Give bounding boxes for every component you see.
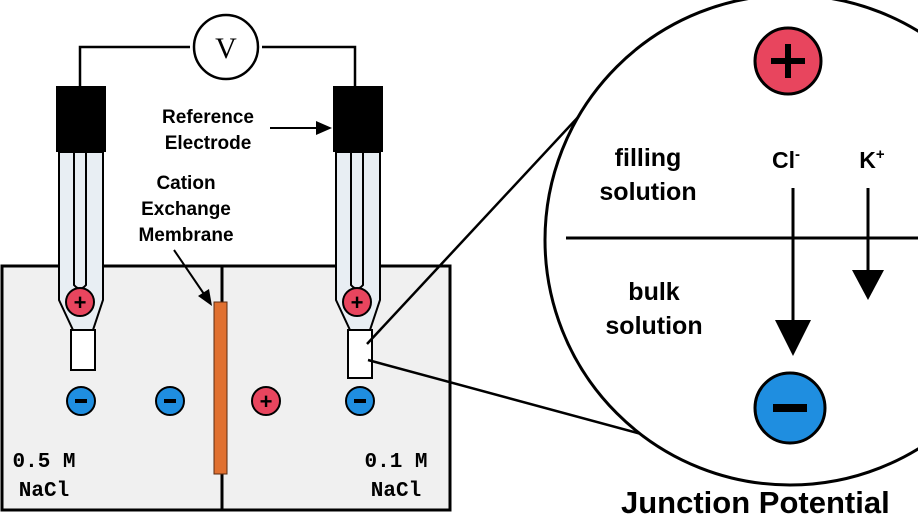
filling-solution-label-line2: solution bbox=[599, 178, 696, 206]
bulk-solution-label-line2: solution bbox=[605, 312, 702, 340]
wire-right bbox=[262, 45, 357, 86]
reference-electrode-arrowhead bbox=[316, 121, 332, 135]
negative-ion bbox=[66, 386, 96, 416]
membrane-label-line1: Cation bbox=[156, 173, 215, 194]
positive-charge-large bbox=[753, 26, 823, 96]
left-concentration: 0.5 M bbox=[12, 451, 75, 474]
right-reference-electrode bbox=[333, 86, 383, 379]
svg-text:+: + bbox=[351, 290, 364, 315]
svg-text:+: + bbox=[260, 389, 273, 414]
bulk-solution-label-line1: bulk bbox=[628, 278, 679, 306]
svg-text:+: + bbox=[74, 290, 87, 315]
cation-exchange-membrane bbox=[213, 301, 228, 475]
positive-ion: + bbox=[65, 287, 95, 317]
potassium-label: K+ bbox=[859, 146, 885, 173]
positive-ion: + bbox=[342, 287, 372, 317]
negative-ion bbox=[155, 386, 185, 416]
right-salt: NaCl bbox=[371, 480, 421, 503]
negative-ion bbox=[345, 386, 375, 416]
membrane-label-line3: Membrane bbox=[138, 225, 233, 246]
membrane-arrowhead bbox=[198, 289, 212, 306]
wire-left bbox=[78, 45, 190, 86]
reference-electrode-label-line2: Electrode bbox=[165, 133, 252, 154]
chloride-diffusion-arrowhead bbox=[775, 320, 811, 356]
reference-electrode-label-line1: Reference bbox=[162, 107, 254, 128]
voltmeter bbox=[192, 13, 260, 81]
zoom-line-bottom bbox=[367, 358, 657, 440]
left-reference-electrode bbox=[56, 86, 106, 371]
right-concentration: 0.1 M bbox=[364, 451, 427, 474]
filling-solution-label-line1: filling bbox=[615, 144, 682, 172]
zoom-inset bbox=[543, 0, 918, 487]
positive-ion: + bbox=[251, 386, 281, 416]
diagram-title: Junction Potential bbox=[621, 485, 890, 517]
voltmeter-label: V bbox=[215, 32, 237, 65]
membrane-arrow bbox=[173, 249, 205, 295]
left-salt: NaCl bbox=[19, 480, 69, 503]
zoom-line-top bbox=[366, 85, 608, 345]
negative-charge-large bbox=[753, 371, 827, 445]
membrane-label-line2: Exchange bbox=[141, 199, 231, 220]
chloride-label: Cl- bbox=[772, 146, 800, 173]
potassium-diffusion-arrowhead bbox=[852, 270, 884, 300]
